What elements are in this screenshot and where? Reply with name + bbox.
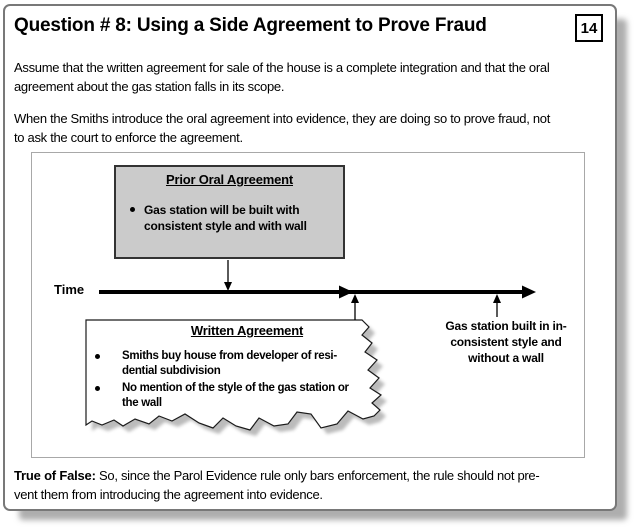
written-box-title: Written Agreement: [190, 323, 304, 338]
torn-paper-shape: [85, 319, 382, 431]
intro-paragraph: Assume that the written agreement for sa…: [14, 60, 550, 94]
slide-title: Question # 8: Using a Side Agreement to …: [14, 15, 487, 36]
written-to-timeline-arrow: [351, 294, 359, 320]
page-number-box: 14: [575, 14, 603, 42]
timeline-arrow: [99, 285, 536, 299]
true-false-text: So, since the Parol Evidence rule only b…: [14, 468, 540, 502]
context-paragraph: When the Smiths introduce the oral agree…: [14, 111, 551, 145]
bullet-icon: [95, 354, 100, 359]
oral-to-timeline-arrow: [224, 260, 232, 291]
oral-box-bullet-item: Gas station will be built with consisten…: [116, 202, 343, 234]
prior-oral-agreement-box: Prior Oral Agreement Gas station will be…: [114, 165, 345, 259]
true-false-question: True of False: So, since the Parol Evide…: [14, 466, 614, 504]
outcome-note: Gas station built in in- consistent styl…: [445, 319, 567, 365]
true-false-label: True of False:: [14, 468, 96, 483]
outcome-to-timeline-arrow: [493, 294, 501, 317]
bullet-icon: [95, 386, 100, 391]
written-box-bullet-text-2: No mention of the style of the gas stati…: [122, 382, 349, 409]
diagram-canvas: [85, 260, 536, 436]
bullet-icon: [130, 207, 135, 212]
oral-box-title: Prior Oral Agreement: [165, 172, 293, 187]
written-agreement-box: Written Agreement Smiths buy house from …: [86, 323, 374, 413]
slide: Question # 8: Using a Side Agreement to …: [3, 4, 617, 511]
timeline-diagram: Prior Oral Agreement Gas station will be…: [31, 152, 585, 458]
written-box-bullet-item: No mention of the style of the gas stati…: [86, 381, 374, 411]
time-axis-label: Time: [54, 282, 85, 297]
page-number: 14: [580, 19, 598, 37]
written-box-bullet-text-1: Smiths buy house from developer of resi-…: [122, 350, 337, 377]
written-box-bullet-item: Smiths buy house from developer of resi-…: [86, 349, 374, 379]
oral-box-bullet-text: Gas station will be built with consisten…: [144, 203, 307, 233]
